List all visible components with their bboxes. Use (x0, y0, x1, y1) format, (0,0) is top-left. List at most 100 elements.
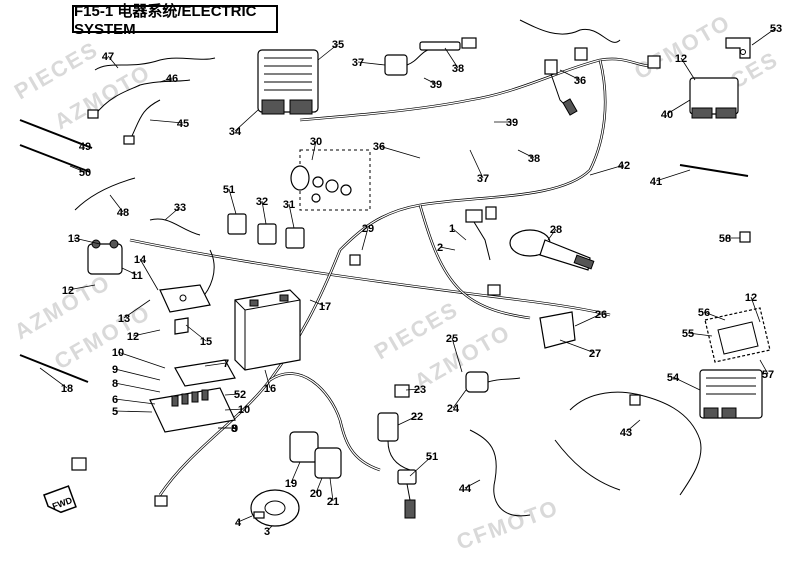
leader-line (517, 149, 535, 159)
leader-line (378, 145, 421, 159)
callout-45: 45 (177, 118, 189, 130)
leader-line (409, 455, 433, 477)
part-54-control-box (699, 369, 763, 419)
callout-18: 18 (61, 383, 73, 395)
leader-line (317, 43, 339, 61)
callout-3: 3 (264, 526, 270, 538)
leader-line (121, 267, 138, 276)
callout-55: 55 (682, 328, 694, 340)
leader-line (751, 27, 777, 46)
callout-14: 14 (134, 254, 147, 266)
leader-line (759, 359, 769, 375)
callout-38: 38 (452, 63, 464, 75)
leader-line (73, 237, 101, 245)
leader-line (666, 99, 691, 115)
callout-5: 5 (112, 406, 118, 418)
part-26-bracket (539, 311, 576, 349)
callout-12: 12 (675, 53, 687, 65)
part-23-plug (394, 384, 410, 398)
leader-line (703, 311, 726, 321)
callout-13: 13 (118, 313, 130, 325)
callout-30: 30 (310, 136, 322, 148)
callout-12: 12 (127, 331, 139, 343)
callout-51: 51 (223, 184, 235, 196)
callout-29: 29 (362, 223, 374, 235)
callout-16: 16 (264, 383, 276, 395)
leader-line (329, 477, 334, 502)
part-30-connector-kit (290, 149, 371, 211)
leader-line (655, 169, 691, 182)
leader-line (559, 339, 596, 354)
callout-44: 44 (459, 483, 472, 495)
leader-line (114, 368, 161, 381)
part-5-fuse-block (149, 387, 236, 433)
misc-connectors (71, 47, 661, 507)
callout-54: 54 (667, 372, 680, 384)
leader-line (224, 408, 245, 411)
leader-line (114, 382, 161, 393)
leader-line (39, 367, 68, 389)
callout-34: 34 (229, 126, 242, 138)
callout-6: 6 (112, 394, 118, 406)
callout-9: 9 (232, 423, 238, 435)
callout-56: 56 (698, 307, 710, 319)
part-7-fuse-cover (174, 359, 236, 387)
callout-47: 47 (102, 51, 114, 63)
leader-line (559, 69, 581, 81)
callout-50: 50 (79, 167, 91, 179)
callout-1: 1 (449, 223, 455, 235)
leader-line (547, 228, 557, 241)
callout-40: 40 (661, 109, 673, 121)
part-41-cable (679, 164, 749, 177)
leader-line (139, 258, 159, 291)
leader-line (266, 525, 273, 532)
watermark-text: CFMOTO (630, 9, 735, 84)
part-28-switch (509, 229, 595, 271)
leader-line (444, 47, 459, 69)
leader-line (625, 419, 641, 433)
part-40-control-unit (689, 77, 739, 119)
leader-line (680, 57, 696, 81)
part-14-bracket (159, 284, 211, 313)
part-15-clip (174, 317, 189, 335)
callout-15: 15 (200, 336, 212, 348)
leader-line (311, 140, 317, 161)
callout-22: 22 (411, 411, 423, 423)
callout-38: 38 (528, 153, 540, 165)
callout-8: 8 (112, 378, 118, 390)
fwd-badge: FWD (43, 485, 77, 514)
part-24-unit (465, 371, 521, 393)
leader-line (261, 200, 267, 225)
callout-11: 11 (131, 270, 143, 282)
callout-25: 25 (446, 333, 458, 345)
part-3-horn (250, 489, 300, 527)
callout-32: 32 (256, 196, 268, 208)
part-34-regulator (257, 49, 319, 115)
callout-24: 24 (447, 403, 460, 415)
part-22-relay (377, 412, 411, 471)
callout-46: 46 (166, 73, 178, 85)
leader-line (589, 164, 625, 176)
callout-49: 49 (79, 141, 91, 153)
leader-line (452, 389, 467, 409)
leader-line (237, 515, 253, 523)
callout-53: 53 (770, 23, 782, 35)
leader-line (357, 61, 386, 66)
callout-33: 33 (174, 202, 186, 214)
callout-39: 39 (506, 117, 518, 129)
leader-line (149, 119, 184, 124)
leader-line (114, 410, 153, 413)
leader-line (109, 194, 124, 213)
part-48-lead (74, 177, 136, 211)
leader-line (117, 351, 166, 369)
leader-line (204, 362, 227, 367)
leader-line (164, 206, 181, 221)
leader-line (224, 393, 241, 396)
part-51-32-31-relays (227, 213, 305, 249)
callout-48: 48 (117, 207, 129, 219)
callout-10: 10 (112, 347, 124, 359)
part-43-harness (569, 391, 702, 496)
